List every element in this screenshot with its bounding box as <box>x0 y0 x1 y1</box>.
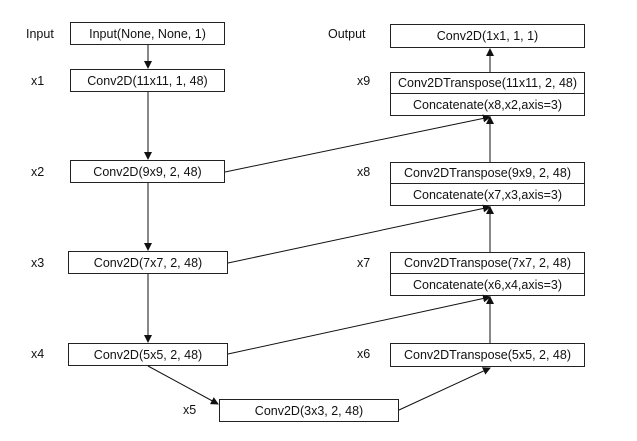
node-x9-transpose: Conv2DTranspose(11x11, 2, 48) <box>390 72 585 94</box>
node-input: Input(None, None, 1) <box>70 22 225 45</box>
node-x1: Conv2D(11x11, 1, 48) <box>70 69 225 92</box>
edge-x5-x6 <box>398 367 491 411</box>
label-x2: x2 <box>31 165 45 179</box>
node-x6: Conv2DTranspose(5x5, 2, 48) <box>390 343 585 367</box>
label-x7: x7 <box>357 256 371 270</box>
edge-skip-x3-x8 <box>227 204 491 264</box>
label-x6: x6 <box>357 347 371 361</box>
node-x8-transpose: Conv2DTranspose(9x9, 2, 48) <box>390 162 585 184</box>
label-output: Output <box>328 27 366 41</box>
edge-x4-x5 <box>147 365 219 405</box>
label-x8: x8 <box>357 165 371 179</box>
label-x4: x4 <box>31 347 45 361</box>
label-x3: x3 <box>31 256 45 270</box>
node-x7-transpose: Conv2DTranspose(7x7, 2, 48) <box>390 252 585 274</box>
node-x4: Conv2D(5x5, 2, 48) <box>68 343 228 366</box>
node-x3: Conv2D(7x7, 2, 48) <box>68 251 228 274</box>
node-output: Conv2D(1x1, 1, 1) <box>390 24 585 48</box>
label-input: Input <box>26 27 54 41</box>
label-x1: x1 <box>31 74 45 88</box>
label-x5: x5 <box>183 403 197 417</box>
edge-skip-x2-x9 <box>224 114 491 173</box>
label-x9: x9 <box>357 74 371 88</box>
node-x5: Conv2D(3x3, 2, 48) <box>219 399 399 422</box>
edge-skip-x4-x7 <box>227 294 491 355</box>
node-x2: Conv2D(9x9, 2, 48) <box>70 160 225 183</box>
node-x9-concatenate: Concatenate(x8,x2,axis=3) <box>390 94 585 116</box>
